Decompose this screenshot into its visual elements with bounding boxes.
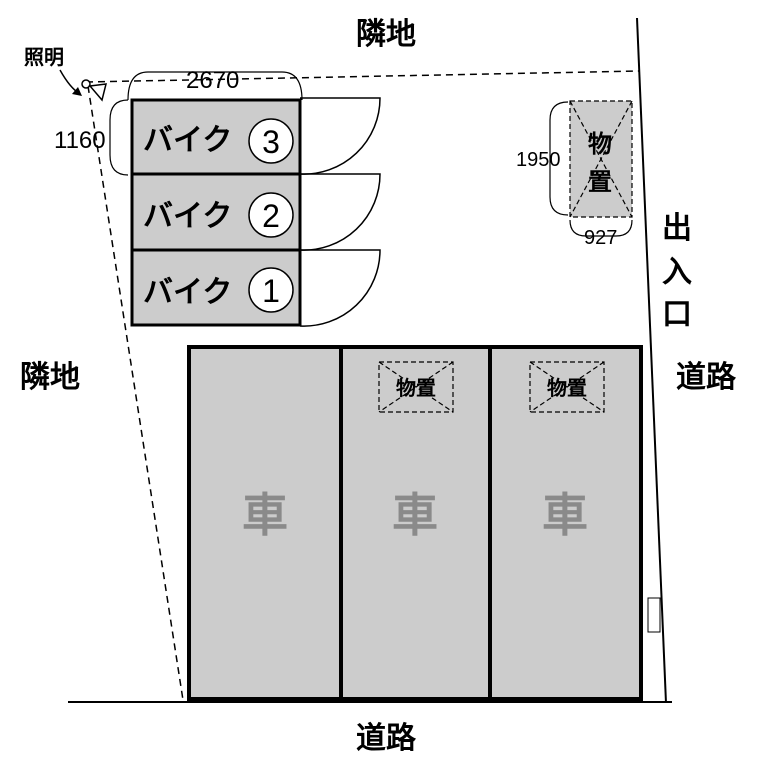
entrance-label-2: 入 <box>662 255 692 290</box>
bike-number-circle <box>248 118 294 164</box>
bike-width-dimension-bracket <box>127 71 303 101</box>
storage-height-dimension-bracket <box>549 101 569 216</box>
car-storage-label: 物置 <box>396 376 436 400</box>
top-boundary-dashed <box>85 70 641 83</box>
car-label-1: 車 <box>242 488 288 542</box>
road-bottom-label: 道路 <box>356 721 417 756</box>
gate-marker <box>647 597 661 633</box>
neighbor-left-label: 隣地 <box>20 360 80 395</box>
car-label-2: 車 <box>392 488 438 542</box>
left-boundary-dashed <box>87 85 184 701</box>
bike-bay-1: バイク 1 <box>130 248 381 327</box>
bike-bay-number: 1 <box>262 273 280 309</box>
bike-bay-2: バイク 2 <box>130 172 381 252</box>
bike-depth-dimension-bracket <box>109 99 129 176</box>
bike-depth-dimension: 1160 <box>54 127 106 154</box>
bike-bay-label: バイク <box>143 275 232 310</box>
entrance-label-1: 出 <box>662 211 692 246</box>
car-storage-label: 物置 <box>547 376 587 400</box>
storage-width-dimension: 927 <box>584 227 617 249</box>
light-fixture-icon <box>81 79 107 102</box>
bike-number-circle <box>248 267 294 313</box>
bike-bay-number: 3 <box>262 124 280 160</box>
bike-bay-label: バイク <box>143 123 232 158</box>
entrance-label-3: 口 <box>662 297 692 332</box>
bike-bay-number: 2 <box>262 198 280 234</box>
neighbor-top-label: 隣地 <box>356 17 416 52</box>
storage-shed-label-2: 置 <box>588 168 612 196</box>
storage-height-dimension: 1950 <box>516 149 561 171</box>
storage-shed-label-1: 物 <box>588 130 612 158</box>
right-boundary-line <box>636 17 667 704</box>
bike-number-circle <box>248 192 294 238</box>
car-label-3: 車 <box>542 488 588 542</box>
car-storage-box-2: 物置 <box>378 361 454 413</box>
storage-width-dimension-bracket <box>569 219 633 237</box>
bike-bay-3: バイク 3 <box>130 97 381 176</box>
car-space-1 <box>187 345 343 701</box>
storage-shed: 物 置 <box>569 100 633 218</box>
light-arrow-head <box>72 87 82 96</box>
car-storage-box-3: 物置 <box>529 361 605 413</box>
bike-bay-label: バイク <box>143 199 232 234</box>
lighting-label: 照明 <box>24 45 64 69</box>
road-right-label: 道路 <box>676 360 737 395</box>
bike-width-dimension: 2670 <box>186 67 239 94</box>
